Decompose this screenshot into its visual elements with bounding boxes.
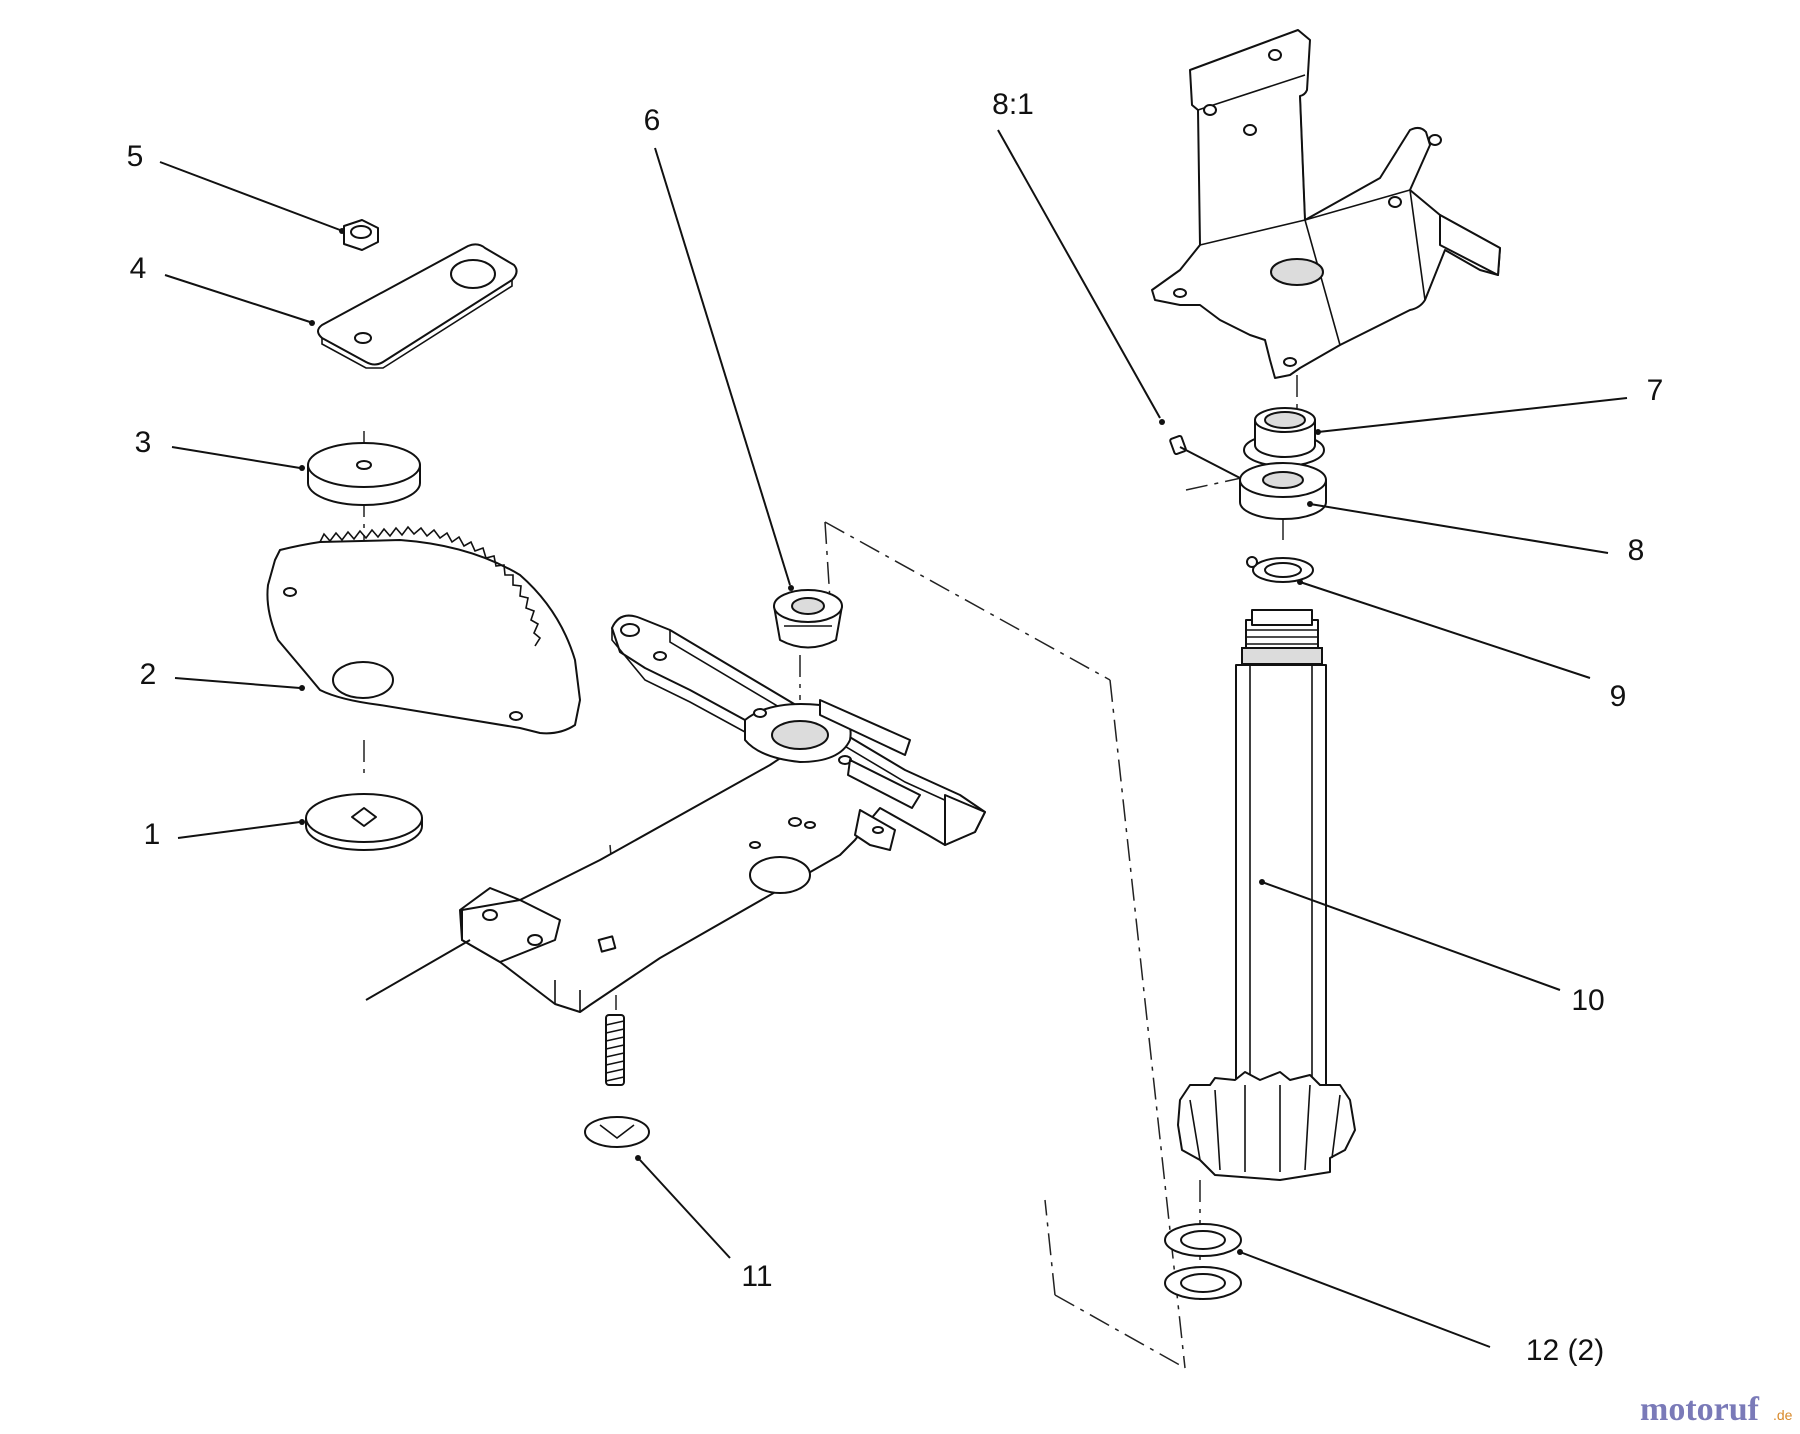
bolt-part-11: [584, 1014, 650, 1148]
callout-10: 10: [1571, 984, 1604, 1017]
callout-5: 5: [127, 140, 144, 173]
callout-8-1: 8:1: [992, 88, 1034, 121]
steering-shaft-part-10: [1177, 609, 1356, 1181]
watermark-tld: .de: [1773, 1407, 1793, 1423]
hex-nut-part-5: [343, 219, 379, 251]
retaining-ring-part-9: [1246, 556, 1314, 583]
callout-3: 3: [135, 426, 152, 459]
callout-labels: 5 4 3 2 1 6 8:1 7 8 9 10 11 12 (2): [127, 88, 1664, 1367]
callout-2: 2: [140, 658, 157, 691]
thrust-washers-part-12: [1164, 1223, 1242, 1300]
motoruf-watermark-logo: motoruf .de: [1640, 1391, 1793, 1428]
callout-11: 11: [741, 1260, 772, 1293]
steering-arm-bracket: [459, 614, 986, 1013]
callout-12: 12 (2): [1526, 1334, 1604, 1367]
collar-part-8: [1239, 462, 1327, 520]
callout-6: 6: [644, 104, 661, 137]
flat-plate-part-4: [317, 243, 518, 369]
washer-part-3: [307, 442, 421, 506]
callout-1: 1: [144, 818, 161, 851]
callout-7: 7: [1647, 374, 1664, 407]
callout-4: 4: [130, 252, 147, 285]
callout-9: 9: [1610, 680, 1627, 713]
watermark-brand: motoruf: [1640, 1391, 1760, 1428]
bushing-part-6: [773, 589, 843, 649]
callout-8: 8: [1628, 534, 1645, 567]
mounting-bracket: [1151, 29, 1501, 379]
square-washer-part-1: [305, 793, 423, 851]
leader-lines: [159, 129, 1628, 1348]
flanged-bushing-part-7: [1243, 407, 1325, 467]
set-screw-part-8-1: [1169, 434, 1187, 456]
sector-gear-part-2: [266, 525, 581, 735]
